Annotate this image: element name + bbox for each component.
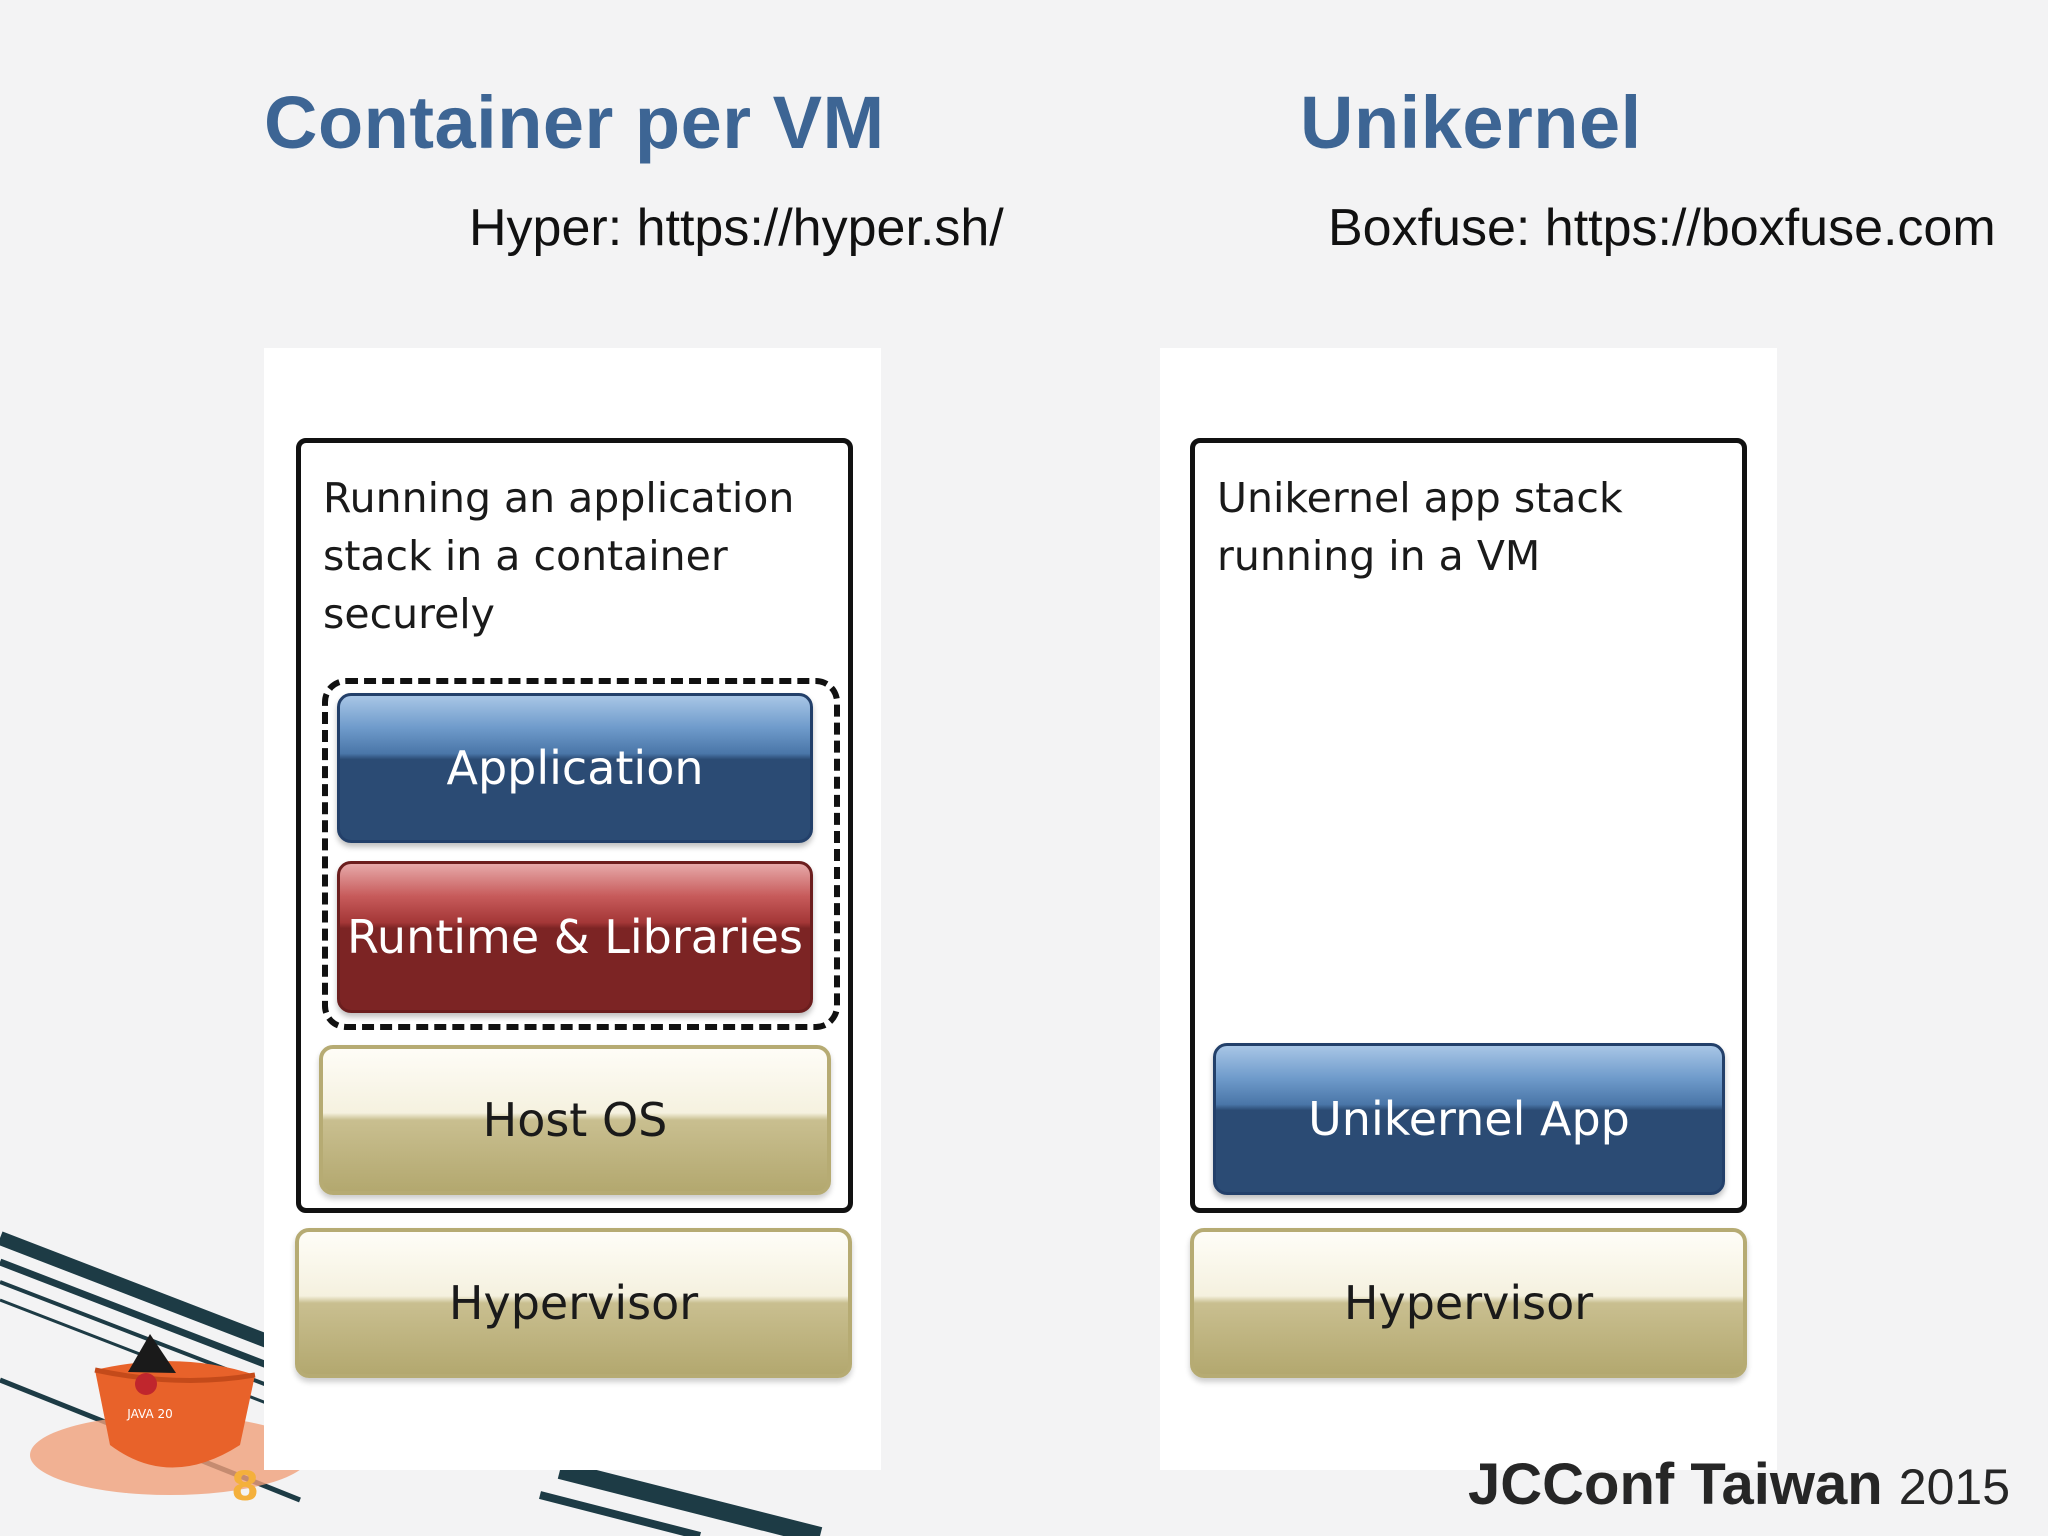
host-os-layer: Host OS — [319, 1045, 831, 1195]
unikernel-app-layer: Unikernel App — [1213, 1043, 1725, 1195]
unikernel-diagram: Unikernel app stack running in a VM Unik… — [1160, 348, 1777, 1470]
left-subtitle-link[interactable]: Hyper: https://hyper.sh/ — [469, 199, 1004, 257]
java-duke-mascot-icon: JAVA 20 8 — [30, 1334, 310, 1510]
svg-text:8: 8 — [231, 1464, 259, 1510]
runtime-libraries-layer: Runtime & Libraries — [337, 861, 813, 1013]
runtime-libraries-layer-label: Runtime & Libraries — [347, 910, 803, 964]
unikernel-vm-box: Unikernel app stack running in a VM Unik… — [1190, 438, 1747, 1213]
svg-text:JAVA 20: JAVA 20 — [126, 1407, 173, 1421]
jcconf-logo-icon: JCConf Taiwan 2015 — [1468, 1451, 2010, 1518]
hypervisor-layer-right-label: Hypervisor — [1343, 1276, 1594, 1330]
vm-box: Running an application stack in a contai… — [296, 438, 853, 1213]
unikernel-app-layer-label: Unikernel App — [1308, 1092, 1630, 1146]
jcconf-logo-text: JCConf Taiwan — [1468, 1452, 1883, 1517]
right-subtitle-link[interactable]: Boxfuse: https://boxfuse.com — [1328, 199, 1996, 257]
left-title: Container per VM — [264, 81, 885, 164]
vm-box-caption: Running an application stack in a contai… — [323, 474, 795, 638]
jcconf-logo-year: 2015 — [1898, 1459, 2010, 1515]
application-layer: Application — [337, 693, 813, 843]
hypervisor-layer-left-label: Hypervisor — [448, 1276, 699, 1330]
application-layer-label: Application — [446, 741, 704, 795]
container-boundary — [322, 678, 840, 1030]
right-title: Unikernel — [1300, 81, 1642, 164]
container-per-vm-diagram: Running an application stack in a contai… — [264, 348, 881, 1470]
host-os-layer-label: Host OS — [482, 1093, 668, 1147]
unikernel-vm-box-caption: Unikernel app stack running in a VM — [1217, 474, 1623, 580]
hypervisor-layer-right: Hypervisor — [1190, 1228, 1747, 1378]
hypervisor-layer-left: Hypervisor — [295, 1228, 852, 1378]
